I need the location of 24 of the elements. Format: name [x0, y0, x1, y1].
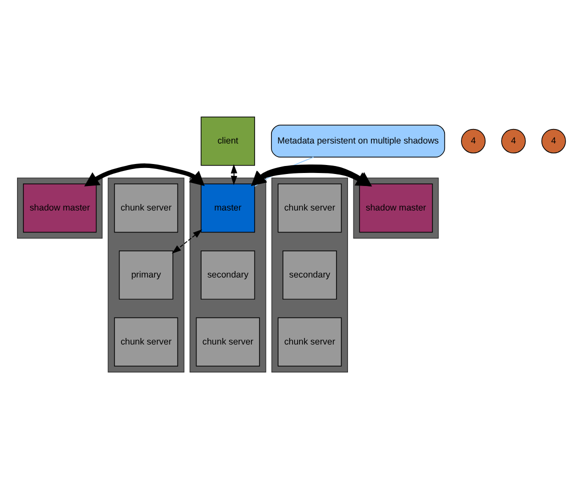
node-box: client [200, 116, 256, 166]
cluster [17, 178, 103, 239]
node-circle: 4 [501, 128, 526, 154]
node-box: chunk server [114, 184, 178, 233]
node-box: chunk server [196, 317, 260, 366]
cluster [353, 178, 439, 239]
arrow [84, 163, 205, 186]
cluster [108, 178, 184, 372]
node-box: chunk server [114, 317, 178, 366]
node-circle: 4 [541, 128, 566, 154]
arrow [230, 164, 238, 186]
node-circle: 4 [461, 128, 486, 154]
node-box: master [200, 184, 256, 233]
node-box: chunk server [278, 317, 342, 366]
node-box: primary [118, 250, 174, 300]
node-box: secondary [282, 250, 337, 300]
node-box: shadow master [22, 184, 97, 233]
cluster [271, 178, 348, 372]
node-box: secondary [200, 250, 256, 300]
node-box: shadow master [359, 184, 433, 233]
arrow [172, 229, 202, 254]
node-box: chunk server [278, 184, 342, 233]
node-box: Metadata persistent on multiple shadows [271, 124, 446, 158]
cluster [190, 178, 266, 372]
